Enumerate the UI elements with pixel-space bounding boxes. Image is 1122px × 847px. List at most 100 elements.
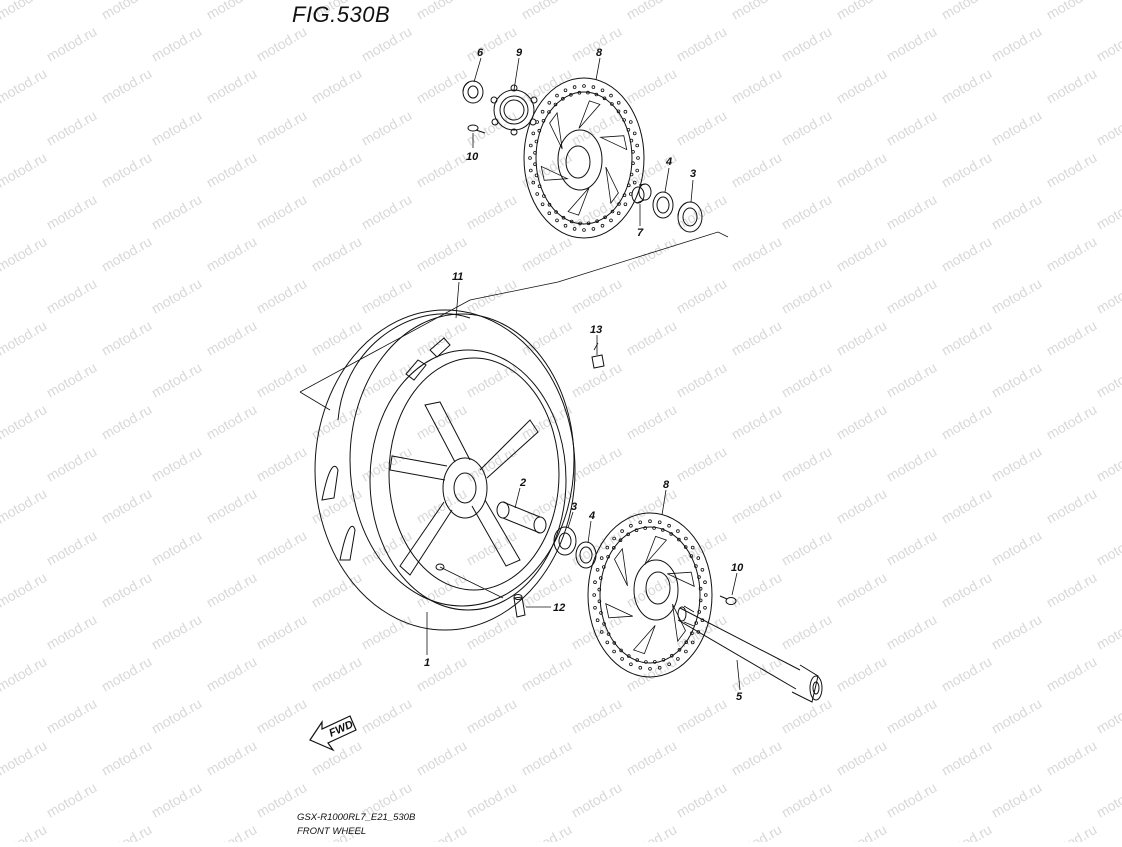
callout-3-upper[interactable]: 3 <box>690 168 696 180</box>
watermark-text: motod.ru <box>44 359 100 400</box>
watermark-text: motod.ru <box>204 485 260 526</box>
watermark-text: motod.ru <box>359 443 415 484</box>
part-4-bearing-upper[interactable] <box>653 192 673 218</box>
disc-hole <box>633 132 636 135</box>
callout-13[interactable]: 13 <box>590 324 602 336</box>
watermark-text: motod.ru <box>1044 653 1100 694</box>
callout-8-lower[interactable]: 8 <box>663 479 670 491</box>
watermark-text: motod.ru <box>729 149 785 190</box>
callout-4-upper[interactable]: 4 <box>665 156 672 168</box>
model-code: GSX-R1000RL7_E21_530B <box>297 812 415 823</box>
watermark-text: motod.ru <box>729 485 785 526</box>
disc-hole <box>637 157 640 160</box>
callout-3-lower[interactable]: 3 <box>571 501 577 513</box>
callout-8-upper[interactable]: 8 <box>596 47 603 59</box>
watermark-text: motod.ru <box>204 65 260 106</box>
disc-hole <box>636 144 639 147</box>
watermark-text: motod.ru <box>464 695 520 736</box>
watermark-text: motod.ru <box>834 0 890 23</box>
watermark-text: motod.ru <box>309 317 365 358</box>
watermark-text: motod.ru <box>1094 695 1122 736</box>
watermark-text: motod.ru <box>519 569 575 610</box>
watermark-text: motod.ru <box>44 275 100 316</box>
watermark-text: motod.ru <box>729 65 785 106</box>
watermark-text: motod.ru <box>1094 443 1122 484</box>
watermark-text: motod.ru <box>1044 569 1100 610</box>
watermark-text: motod.ru <box>414 65 470 106</box>
watermark-text: motod.ru <box>729 233 785 274</box>
callout-12[interactable]: 12 <box>553 602 565 614</box>
watermark-text: motod.ru <box>44 779 100 820</box>
watermark-text: motod.ru <box>204 653 260 694</box>
callout-9[interactable]: 9 <box>516 47 523 59</box>
callout-1[interactable]: 1 <box>424 657 430 669</box>
watermark-text: motod.ru <box>884 527 940 568</box>
watermark-text: motod.ru <box>939 0 995 23</box>
disc-hole <box>594 581 597 584</box>
part-5-axle[interactable] <box>678 606 822 702</box>
watermark-text: motod.ru <box>414 569 470 610</box>
disc-hole <box>529 157 532 160</box>
watermark-text: motod.ru <box>464 23 520 64</box>
watermark-text: motod.ru <box>309 149 365 190</box>
figure-name: FRONT WHEEL <box>297 826 366 837</box>
callout-10-lower[interactable]: 10 <box>731 562 744 574</box>
callout-10-upper[interactable]: 10 <box>466 151 479 163</box>
watermark-text: motod.ru <box>939 65 995 106</box>
callout-7[interactable]: 7 <box>637 227 644 239</box>
watermark-text: motod.ru <box>0 737 49 778</box>
callout-4-lower[interactable]: 4 <box>588 510 595 522</box>
watermark-text: motod.ru <box>939 569 995 610</box>
watermark-text: motod.ru <box>99 821 155 842</box>
watermark-text: motod.ru <box>309 401 365 442</box>
callout-6[interactable]: 6 <box>477 47 484 59</box>
watermark-text: motod.ru <box>519 233 575 274</box>
disc-hole <box>624 203 627 206</box>
watermark-text: motod.ru <box>1094 107 1122 148</box>
watermark-text: motod.ru <box>464 611 520 652</box>
watermark-text: motod.ru <box>254 275 310 316</box>
callout-2[interactable]: 2 <box>519 477 526 489</box>
watermark-text: motod.ru <box>44 611 100 652</box>
watermark-text: motod.ru <box>99 0 155 23</box>
watermark-text: motod.ru <box>1044 149 1100 190</box>
watermark-text: motod.ru <box>149 611 205 652</box>
watermark-text: motod.ru <box>624 401 680 442</box>
watermark-text: motod.ru <box>414 149 470 190</box>
watermark-text: motod.ru <box>569 107 625 148</box>
watermark-text: motod.ru <box>204 737 260 778</box>
watermark-text: motod.ru <box>254 107 310 148</box>
watermark-text: motod.ru <box>834 65 890 106</box>
watermark-text: motod.ru <box>204 0 260 23</box>
watermark-text: motod.ru <box>674 611 730 652</box>
watermark-text: motod.ru <box>674 695 730 736</box>
watermark-text: motod.ru <box>1044 401 1100 442</box>
callout-11[interactable]: 11 <box>452 271 463 283</box>
watermark-text: motod.ru <box>1044 0 1100 23</box>
watermark-text: motod.ru <box>834 821 890 842</box>
watermark-text: motod.ru <box>989 611 1045 652</box>
watermark-text: motod.ru <box>1044 821 1100 842</box>
watermark-text: motod.ru <box>1044 65 1100 106</box>
disc-hole <box>685 537 688 540</box>
disc-hole <box>556 94 559 97</box>
watermark-text: motod.ru <box>519 317 575 358</box>
watermark-text: motod.ru <box>1094 527 1122 568</box>
watermark-text: motod.ru <box>204 233 260 274</box>
watermark-text: motod.ru <box>729 653 785 694</box>
disc-hole <box>610 94 613 97</box>
disc-carrier-spoke <box>601 136 627 150</box>
watermark-text: motod.ru <box>254 191 310 232</box>
disc-hole <box>593 594 596 597</box>
callout-5[interactable]: 5 <box>736 691 743 703</box>
watermark-text: motod.ru <box>834 401 890 442</box>
watermark-text: motod.ru <box>519 65 575 106</box>
part-6-oil-seal[interactable] <box>463 81 483 103</box>
part-13-balancer[interactable] <box>592 343 604 368</box>
watermark-text: motod.ru <box>149 23 205 64</box>
watermark-text: motod.ru <box>939 317 995 358</box>
watermark-text: motod.ru <box>884 443 940 484</box>
watermark-text: motod.ru <box>779 611 835 652</box>
watermark-text: motod.ru <box>204 317 260 358</box>
